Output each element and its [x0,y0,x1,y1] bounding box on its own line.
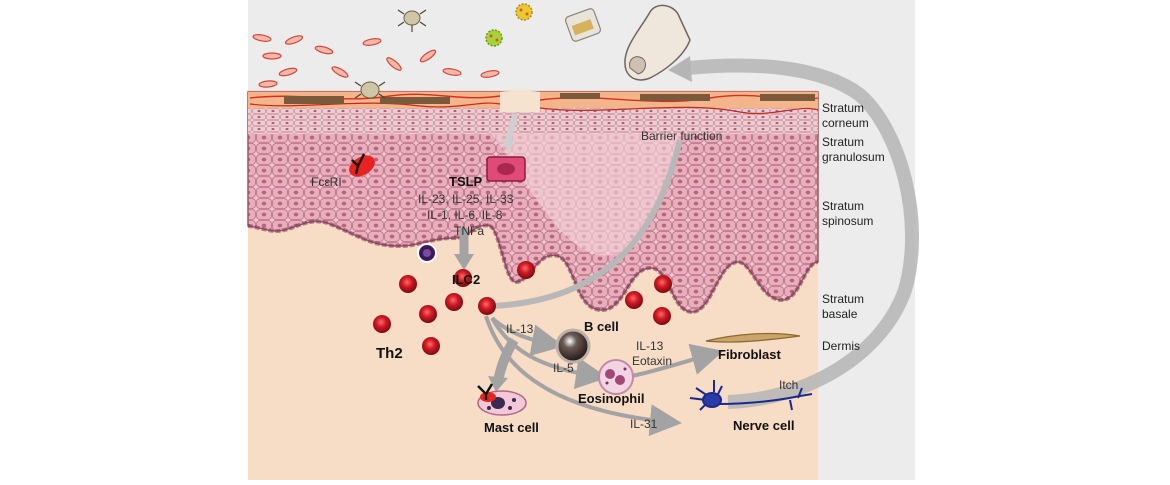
barrier-to-immune-arrow [491,139,683,309]
eotaxin-label: Eotaxin [632,354,672,368]
itch-scratch-cycle-arrow [687,58,919,409]
itch-scratch-arrowhead [668,56,692,82]
immune-cell [399,275,417,293]
cytokine-label-1: IL-23, IL-25, IL-33 [418,192,514,206]
mast-cell [477,383,527,416]
th2-label: Th2 [376,345,403,362]
immune-cells [373,261,672,355]
cytokine-to-ilc2-arrowhead [454,254,474,270]
itch-label: Itch [779,378,798,392]
il31-label: IL-31 [630,417,658,431]
layer-granulosum-line2: granulosum [822,150,885,164]
fibroblast-label: Fibroblast [718,347,782,362]
corneocyte [284,96,344,104]
layer-corneum-line2: corneum [822,116,869,130]
layer-dermis: Dermis [822,339,860,353]
scratching-finger-icon [624,4,691,81]
b-cell [555,328,591,364]
dendritic-cell-nucleus [423,249,431,257]
ilc2-cell [478,297,496,315]
bacteria-cluster [252,34,500,88]
layer-spinosum-line1: Stratum [822,199,864,213]
activated-keratinocyte [486,156,526,182]
layer-corneum-line1: Stratum [822,101,864,115]
stratum-granulosum-band [248,108,818,134]
il31-arrow [484,315,682,437]
th2-cell [373,315,391,333]
dust-mite-icon [354,81,386,99]
cytokine-label-3: TNFa [454,224,484,238]
tslp-label: TSLP [449,174,483,189]
to-mast-cell-arrowhead [488,376,508,392]
il5-label: IL-5 [553,361,574,375]
th2-cell [422,337,440,355]
corneocyte [380,97,450,104]
allergen-entry-arrow [505,113,518,143]
nerve-cell [689,380,813,411]
immune-cell [419,305,437,323]
corneocyte [640,94,710,101]
layer-basale-line1: Stratum [822,292,864,306]
pollen-icon [515,3,533,21]
cosmetic-jar-icon [564,8,602,42]
barrier-function-label: Barrier function [641,129,722,143]
barrier-breach [500,90,540,112]
fibroblast-cell [705,332,801,343]
immune-cell [445,293,463,311]
cytokine-label-2: IL-1, IL-6, IL-8 [427,208,503,222]
ilc2-label: ILC2 [452,272,480,287]
mast-cell-label: Mast cell [484,420,539,435]
eosinophil-label: Eosinophil [578,391,644,406]
layer-granulosum-line1: Stratum [822,135,864,149]
allergen-entry-arrowhead [502,140,515,152]
fceri-cell [349,153,375,177]
fceri-label: FcεRI [311,175,342,189]
lesion-area [480,120,690,256]
immune-cell [653,307,671,325]
layer-basale-line2: basale [822,307,858,321]
il13-eotaxin-label-1: IL-13 [636,339,664,353]
corneocyte [560,93,600,99]
eosinophil-cell [598,359,634,395]
immune-cell [454,269,472,287]
il5-arrow [490,317,608,390]
nerve-cell-label: Nerve cell [733,418,794,433]
lipid-line [539,106,819,115]
dust-mite-icon [397,9,427,32]
immune-cell [654,275,672,293]
layer-spinosum-line2: spinosum [822,214,873,228]
pollen-icon [485,29,503,47]
basal-layer [247,219,819,315]
corneocyte [760,94,815,101]
il13-label: IL-13 [506,322,534,336]
il13-arrow [490,316,564,357]
immune-cell [517,261,535,279]
b-cell-label: B cell [584,319,619,334]
immune-cell [625,291,643,309]
eosinophil-to-fibroblast-arrow [631,343,724,378]
lipid-line [249,102,501,108]
